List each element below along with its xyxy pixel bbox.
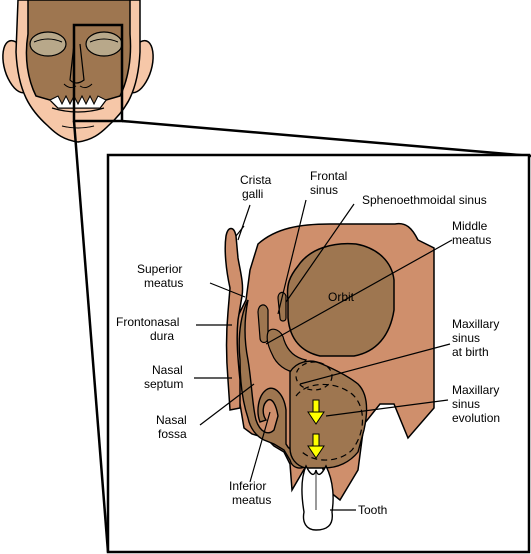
label-middle-meatus-2: meatus <box>452 233 491 247</box>
growth-arrow-lower <box>307 433 325 459</box>
zoom-connector-top <box>121 119 531 158</box>
label-nasal-septum-2: septum <box>144 377 183 391</box>
label-maxillary-sinus-birth-1: Maxillary <box>452 317 499 331</box>
mouth <box>51 107 105 113</box>
label-superior-meatus-1: Superior <box>137 262 182 276</box>
frontal-sinus <box>277 291 287 322</box>
label-nasal-fossa-2: fossa <box>158 427 187 441</box>
label-maxillary-sinus-evolution-2: sinus <box>452 397 480 411</box>
face-thumbnail <box>2 0 154 143</box>
label-sphenoethmoidal-sinus: Sphenoethmoidal sinus <box>362 193 487 207</box>
label-frontonasal-dura-1: Frontonasal <box>116 315 179 329</box>
tooth <box>301 464 334 531</box>
label-maxillary-sinus-birth-2: sinus <box>452 331 480 345</box>
label-tooth: Tooth <box>358 503 387 517</box>
label-nasal-fossa-1: Nasal <box>156 413 187 427</box>
label-middle-meatus-1: Middle <box>452 219 488 233</box>
teeth <box>49 94 107 109</box>
label-inferior-meatus-1: Inferior <box>229 479 266 493</box>
superior-meatus-cavity <box>257 304 269 344</box>
nose <box>69 43 85 84</box>
growth-arrow-upper <box>307 399 325 425</box>
label-frontal-sinus-1: Frontal <box>310 169 347 183</box>
label-crista-galli-2: galli <box>242 187 263 201</box>
label-inferior-meatus-2: meatus <box>232 493 271 507</box>
zoom-connector-bottom <box>72 120 110 553</box>
label-superior-meatus-2: meatus <box>144 276 183 290</box>
zoom-region-box <box>72 23 124 123</box>
label-nasal-septum-1: Nasal <box>152 363 183 377</box>
label-orbit: Orbit <box>328 290 355 304</box>
label-maxillary-sinus-birth-3: at birth <box>452 345 489 359</box>
label-frontal-sinus-2: sinus <box>310 183 338 197</box>
label-frontonasal-dura-2: dura <box>150 329 174 343</box>
label-maxillary-sinus-evolution-3: evolution <box>452 411 500 425</box>
left-eye <box>29 31 67 57</box>
label-crista-galli-1: Crista <box>240 173 272 187</box>
right-eye <box>85 31 123 57</box>
label-maxillary-sinus-evolution-1: Maxillary <box>452 383 499 397</box>
leader-lines <box>194 199 453 511</box>
